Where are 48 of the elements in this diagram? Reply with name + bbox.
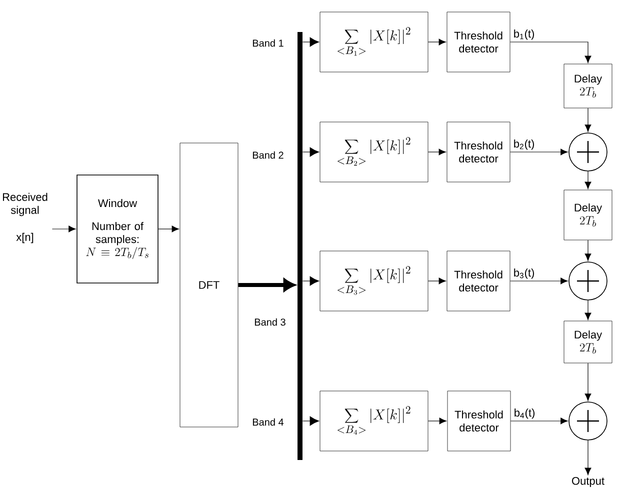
detector-box: Threshold detector (446, 12, 510, 72)
band-label: Band 2 (252, 151, 284, 159)
arrow (510, 42, 592, 64)
arrow (302, 276, 320, 286)
band-label: Band 1 (252, 39, 284, 47)
detector-box: Threshold detector (446, 122, 510, 182)
arrow (584, 171, 592, 190)
delay-box: Delay $2T_b$ (564, 320, 612, 364)
edge-label: b$_{4}$(t) (514, 408, 534, 419)
detector-box: Threshold detector (446, 250, 510, 312)
band-label: Band 3 (254, 318, 286, 326)
arrow (510, 148, 568, 156)
arrow (584, 362, 592, 401)
detector-box: Threshold detector (447, 390, 511, 452)
edge-label: b$_{1}$(t) (514, 30, 534, 40)
arrow (52, 226, 76, 232)
arrow (584, 108, 592, 132)
sum-box: $\sum_{<B_3>} | X[k] |^2$ (320, 250, 428, 312)
arrow (584, 300, 592, 320)
sum-box: $\sum_{<B_2>} | X[k] |^2$ (320, 122, 428, 182)
arrow (302, 37, 320, 47)
adder-circle (568, 402, 608, 440)
arrow (584, 240, 592, 261)
dft-box: DFT (180, 142, 238, 428)
bus-bar (298, 32, 302, 460)
edge-label: b$_{2}$(t) (514, 140, 534, 150)
delay-box: Delay $2T_b$ (564, 190, 612, 240)
adder-circle (568, 262, 608, 300)
sum-box: $\sum_{<B_1>} | X[k] |^2$ (320, 12, 428, 72)
arrow (302, 416, 320, 426)
signal-label: Received signal x[n] (3, 192, 48, 244)
arrow (158, 226, 180, 232)
adder-circle (568, 132, 608, 172)
edge-label: b$_{3}$(t) (514, 268, 534, 279)
arrow (510, 418, 568, 424)
arrow (510, 278, 568, 284)
signal-label: Output (572, 477, 604, 487)
arrow (584, 440, 592, 476)
arrow (238, 278, 295, 292)
arrow (428, 38, 446, 46)
arrow (428, 148, 446, 156)
sum-box: $\sum_{<B_4>} | X[k] |^2$ (320, 390, 428, 452)
band-label: Band 4 (252, 418, 284, 426)
arrow (428, 278, 446, 284)
arrow (428, 418, 447, 424)
delay-box: Delay $2T_b$ (564, 64, 612, 108)
arrow (302, 147, 320, 157)
window-box: Window Number of samples: $N \equiv 2T_b / T_s$ (76, 174, 158, 284)
